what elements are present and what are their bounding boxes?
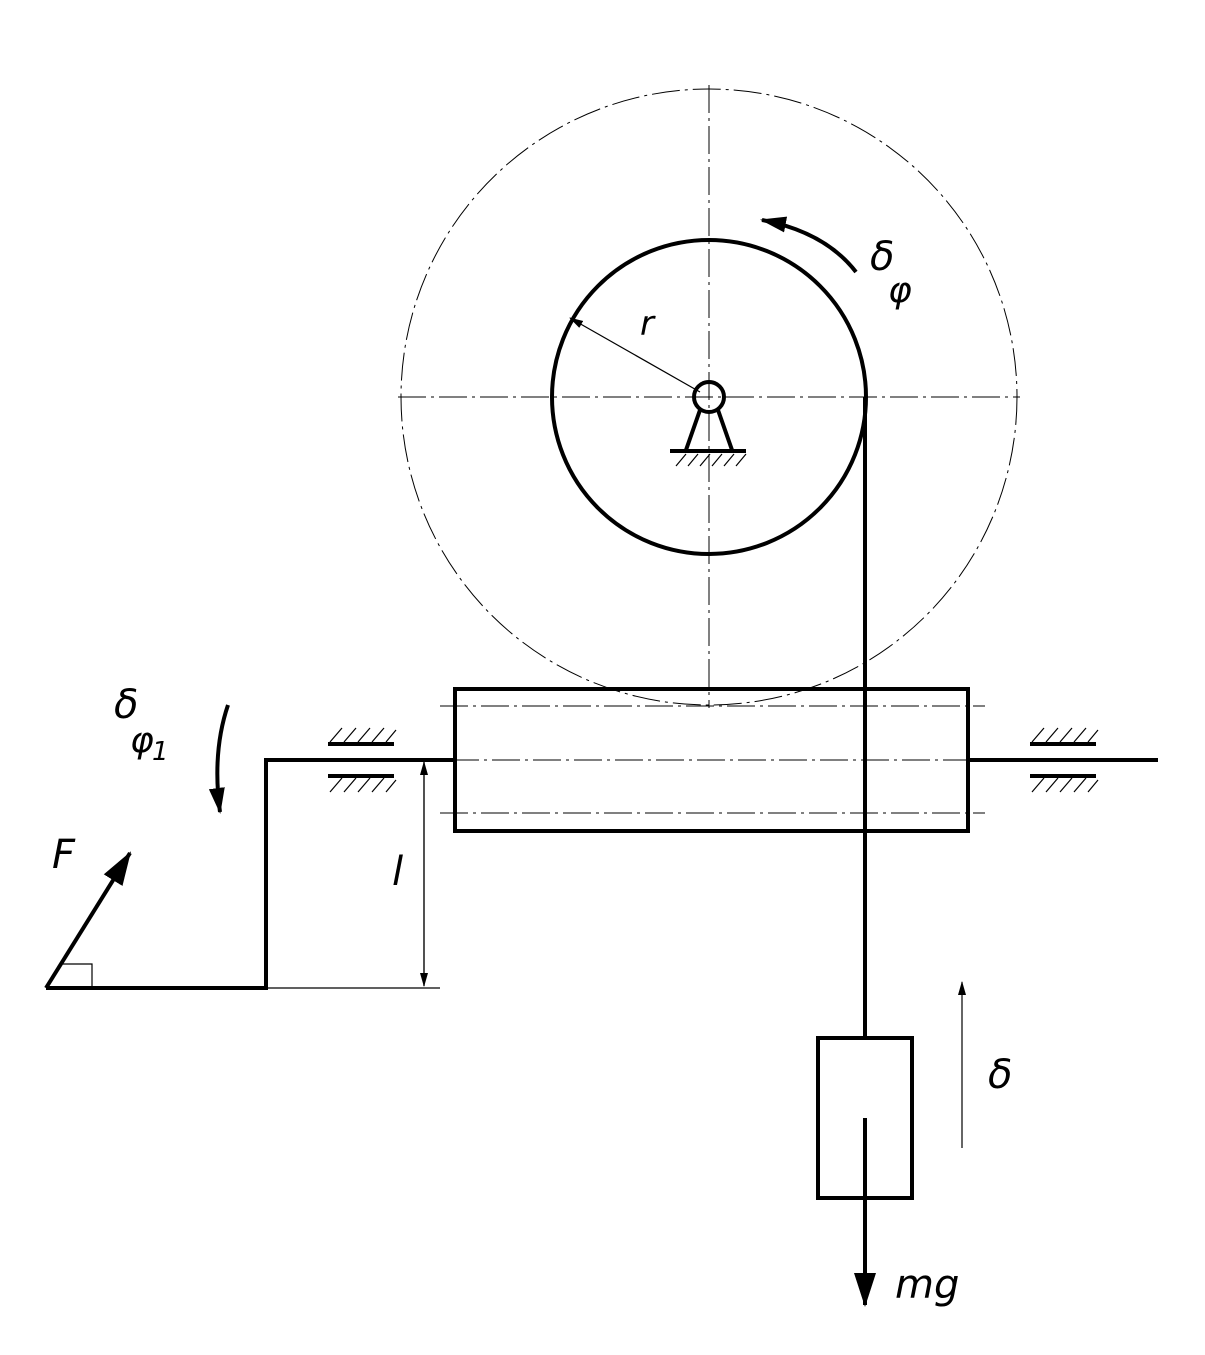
lever-length-label: l [392, 849, 403, 895]
delta-phi-main: δ [870, 234, 894, 280]
crank-lever [46, 758, 455, 990]
delta-phi-label: δ φ [870, 234, 912, 311]
delta-phi1-main: δ [114, 682, 138, 728]
bearing-right [1030, 727, 1099, 793]
weight-label: mg [895, 1262, 959, 1308]
delta-label: δ [988, 1052, 1012, 1098]
force-label: F [52, 832, 76, 878]
rotation-arrow-delta-phi1 [208, 704, 230, 814]
rotation-arrow-delta-phi [760, 216, 858, 274]
delta-phi1-label: δ φ 1 [114, 682, 169, 767]
bearing-left [328, 727, 397, 793]
force-arrow [44, 851, 132, 990]
delta-phi1-subsub: 1 [152, 737, 169, 767]
delta-phi-sub: φ [888, 270, 912, 311]
delta-phi1-sub: φ [130, 720, 154, 761]
pivot-support [670, 380, 747, 467]
dimension-l [266, 761, 440, 989]
radius-label: r [640, 304, 656, 344]
radius-arrow [569, 317, 701, 393]
right-angle-mark [62, 963, 93, 988]
